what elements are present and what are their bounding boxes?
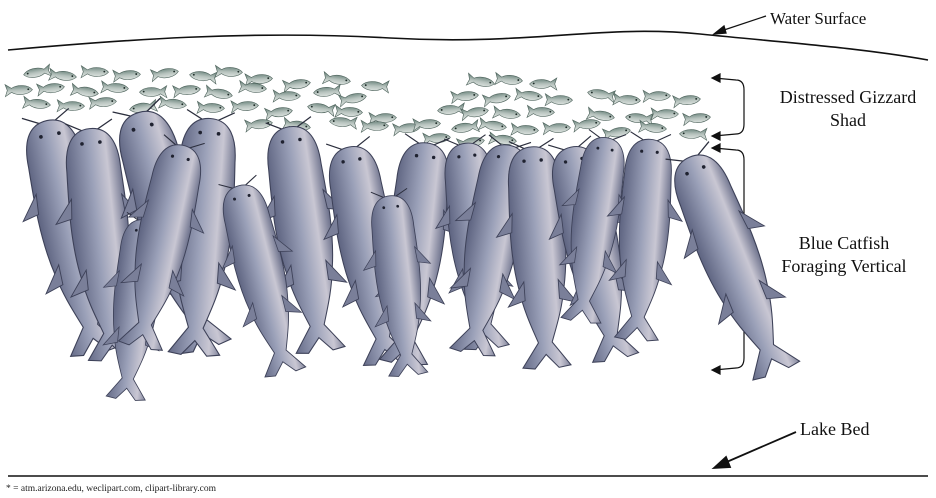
gizzard-shad [189, 69, 218, 84]
gizzard-shad [479, 118, 508, 134]
gizzard-shad [329, 115, 357, 129]
water-surface-line [8, 31, 928, 60]
gizzard-shad [545, 94, 573, 106]
gizzard-shad [625, 111, 653, 125]
gizzard-shad [49, 68, 77, 83]
gizzard-shad [204, 85, 233, 102]
lake-bed-arrow [714, 432, 796, 468]
gizzard-shad [639, 120, 667, 135]
gizzard-shad [493, 106, 522, 121]
gizzard-shad [150, 65, 179, 81]
gizzard-shad [101, 81, 129, 95]
gizzard-shad [543, 122, 571, 135]
catfish-label-line2: Foraging Vertical [752, 255, 936, 278]
gizzard-shad [335, 105, 363, 118]
gizzard-shad [37, 81, 66, 96]
gizzard-shad [323, 72, 352, 88]
gizzard-shad [70, 83, 99, 99]
lake-bed-label: Lake Bed [800, 418, 869, 441]
gizzard-shad [679, 128, 707, 140]
shad-label-line1: Distressed Gizzard [760, 86, 936, 109]
gizzard-shad [307, 101, 336, 117]
gizzard-shad [511, 123, 539, 136]
gizzard-shad [515, 88, 543, 103]
gizzard-shad [460, 104, 489, 120]
gizzard-shad [57, 100, 85, 112]
gizzard-shad [5, 84, 33, 97]
gizzard-shad [265, 105, 294, 121]
gizzard-shad [361, 79, 389, 92]
gizzard-shad [81, 66, 109, 78]
gizzard-shad [173, 83, 201, 98]
gizzard-shad [530, 78, 557, 90]
catfish-label: Blue Catfish Foraging Vertical [752, 232, 936, 279]
gizzard-shad [113, 68, 141, 82]
gizzard-shad [215, 65, 243, 78]
gizzard-shad [495, 73, 523, 87]
shad-label-line2: Shad [760, 109, 936, 132]
gizzard-shad [273, 90, 300, 102]
gizzard-shad [651, 108, 678, 120]
water-surface-label: Water Surface [770, 8, 866, 30]
gizzard-shad [683, 111, 711, 125]
gizzard-shad [613, 93, 641, 107]
gizzard-shad [451, 89, 479, 103]
gizzard-shad [482, 90, 511, 107]
gizzard-shad [139, 86, 167, 98]
gizzard-shad [527, 105, 555, 118]
gizzard-shad [283, 77, 312, 93]
gizzard-shad [23, 64, 52, 81]
water-surface-arrow [714, 16, 766, 34]
gizzard-shad [313, 85, 341, 99]
gizzard-shad [643, 90, 671, 102]
gizzard-shad [587, 86, 616, 102]
shad-label: Distressed Gizzard Shad [760, 86, 936, 133]
gizzard-shad [466, 73, 495, 90]
gizzard-shad [451, 120, 480, 136]
gizzard-shad [159, 96, 188, 111]
catfish-label-line1: Blue Catfish [752, 232, 936, 255]
image-credit: * = atm.arizona.edu, weclipart.com, clip… [6, 484, 216, 494]
gizzard-shad [197, 101, 225, 114]
gizzard-shad [23, 96, 51, 111]
blue-catfish-group [2, 93, 817, 403]
gizzard-shad [673, 93, 701, 108]
gizzard-shad [338, 90, 367, 107]
shad-zone-bracket [712, 74, 744, 140]
gizzard-shad [231, 99, 259, 112]
gizzard-shad [89, 95, 117, 109]
